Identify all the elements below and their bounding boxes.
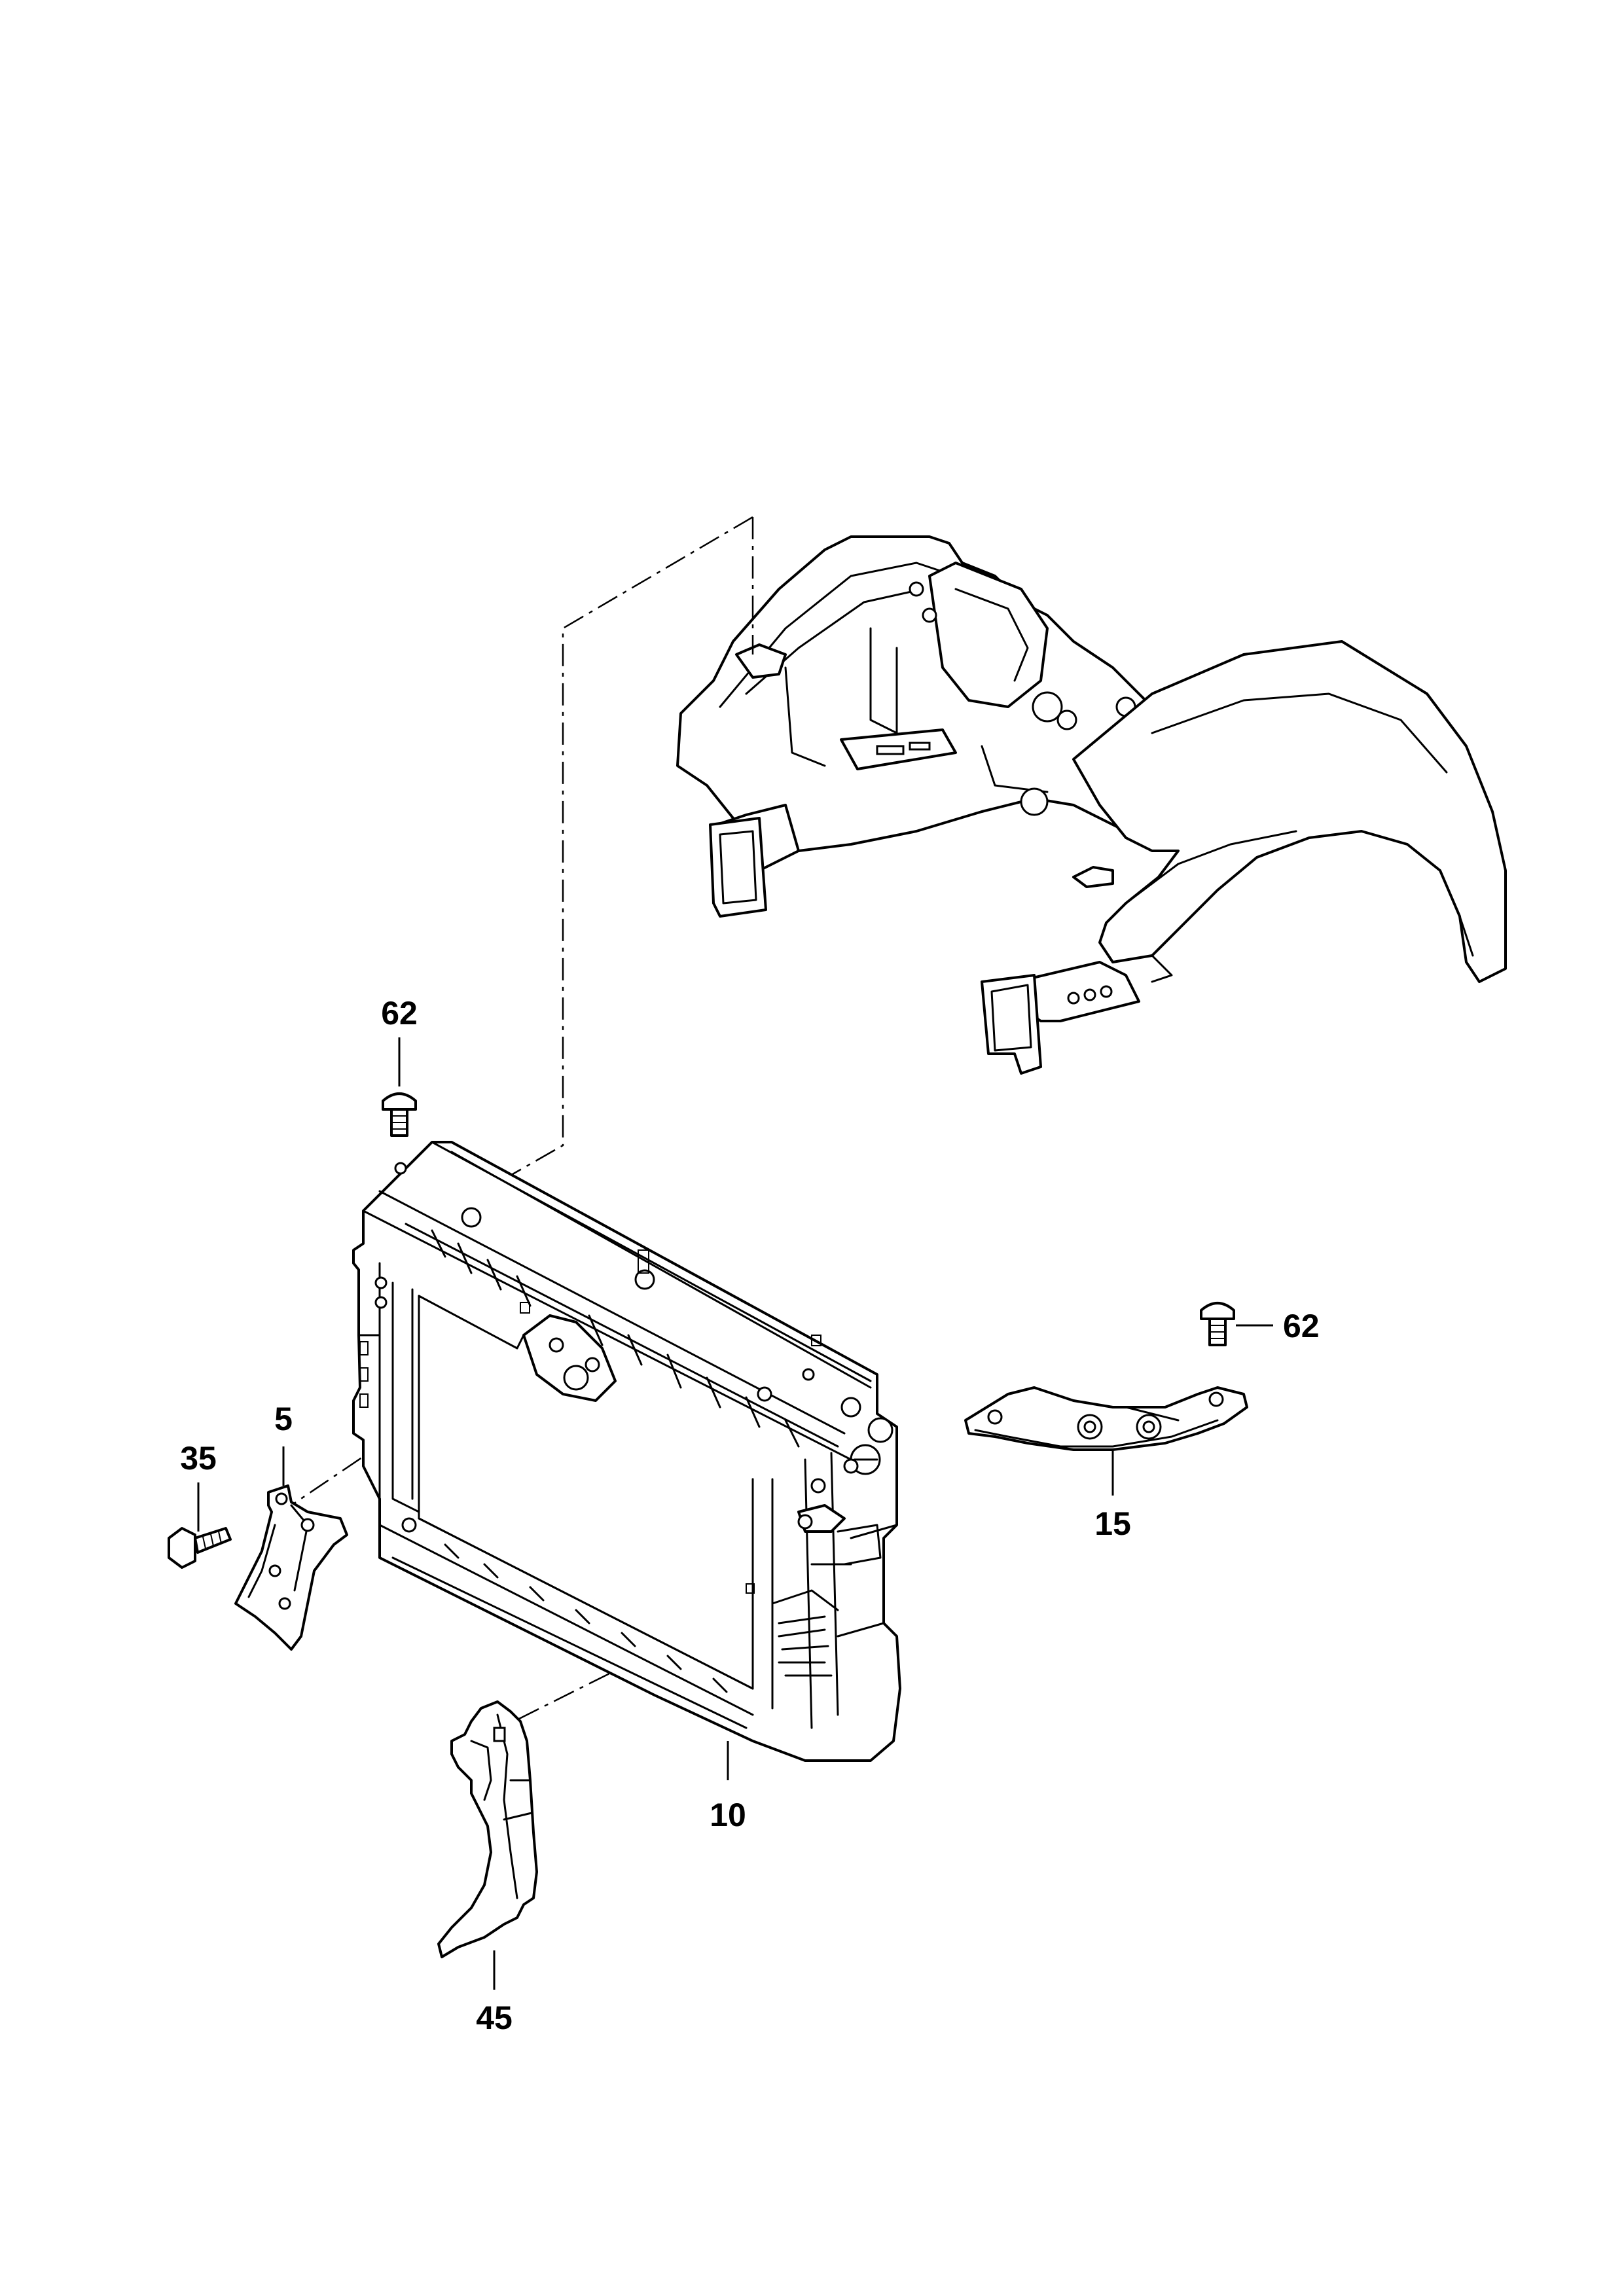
- callout-5: 5: [274, 1401, 293, 1437]
- air-duct-45: [437, 1700, 538, 1958]
- callout-35: 35: [180, 1440, 217, 1477]
- bolt-62-right: [1200, 1302, 1235, 1346]
- leader-lines: [197, 1037, 1273, 1990]
- bracket-5: [234, 1484, 348, 1651]
- callout-15: 15: [1094, 1505, 1131, 1542]
- front-end-carrier: [352, 1141, 901, 1762]
- bolt-62-top: [382, 1092, 417, 1137]
- vehicle-body-front-section: [676, 535, 1507, 1075]
- callout-62-right: 62: [1283, 1308, 1320, 1344]
- callout-45: 45: [476, 2000, 513, 2036]
- callout-62-top: 62: [381, 995, 418, 1031]
- bolt-35: [168, 1527, 232, 1569]
- callout-labels: 62 62 5 35 10 15 45: [180, 995, 1319, 2036]
- callout-10: 10: [710, 1797, 746, 1833]
- bracket-15: [964, 1386, 1248, 1451]
